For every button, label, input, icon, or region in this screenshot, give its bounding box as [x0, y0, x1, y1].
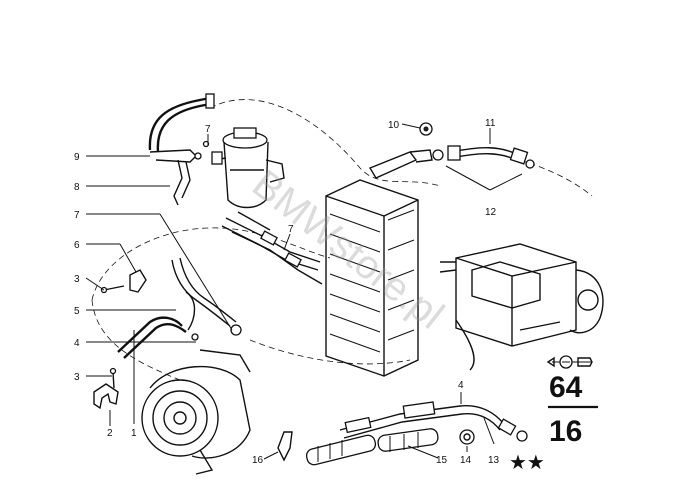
callout-3b: 3 [74, 372, 80, 383]
callout-6: 6 [74, 240, 80, 251]
callout-3a: 3 [74, 274, 80, 285]
callout-8: 8 [74, 182, 80, 193]
upper-hose [447, 145, 535, 169]
callout-4b: 4 [458, 380, 464, 391]
hose-sleeves [305, 428, 439, 466]
quality-stars: ★★ [509, 450, 545, 474]
evaporator [325, 179, 419, 377]
callout-5: 5 [74, 306, 80, 317]
callout-2: 2 [107, 428, 113, 439]
discharge-hose [148, 93, 215, 206]
callout-7a: 7 [74, 210, 80, 221]
callout-7c: 7 [288, 224, 294, 235]
connecting-tubes [221, 211, 323, 285]
bolt-upper [100, 269, 147, 294]
callout-14: 14 [460, 455, 472, 466]
receiver-dryer [211, 127, 285, 209]
callout-12: 12 [485, 207, 497, 218]
mounting-bracket [93, 367, 119, 410]
section-marker: 64 16 ★★ [509, 355, 598, 474]
callout-15: 15 [436, 455, 448, 466]
callout-9: 9 [74, 152, 80, 163]
expansion-valve [368, 122, 444, 179]
blower-housing [439, 243, 604, 371]
watermark: BMWstore.pl [244, 162, 451, 338]
callout-16: 16 [252, 455, 264, 466]
callout-11: 11 [485, 118, 496, 129]
grommet-14 [459, 429, 475, 445]
callout-7b: 7 [205, 124, 211, 135]
section-symbol [546, 355, 593, 369]
callout-4a: 4 [74, 338, 80, 349]
compressor [141, 349, 251, 475]
callout-leaders [85, 123, 523, 460]
group-number: 16 [549, 415, 582, 448]
callout-labels: 9 8 7 6 3 5 4 3 2 1 7 7 10 11 12 4 16 15… [74, 118, 500, 466]
section-number: 64 [549, 371, 583, 404]
suction-hose [117, 257, 242, 359]
engine-outline [91, 99, 593, 381]
callout-13: 13 [488, 455, 500, 466]
callout-1: 1 [131, 428, 137, 439]
clip-16 [277, 431, 293, 462]
callout-10: 10 [388, 120, 400, 131]
bottom-hose [339, 401, 528, 442]
